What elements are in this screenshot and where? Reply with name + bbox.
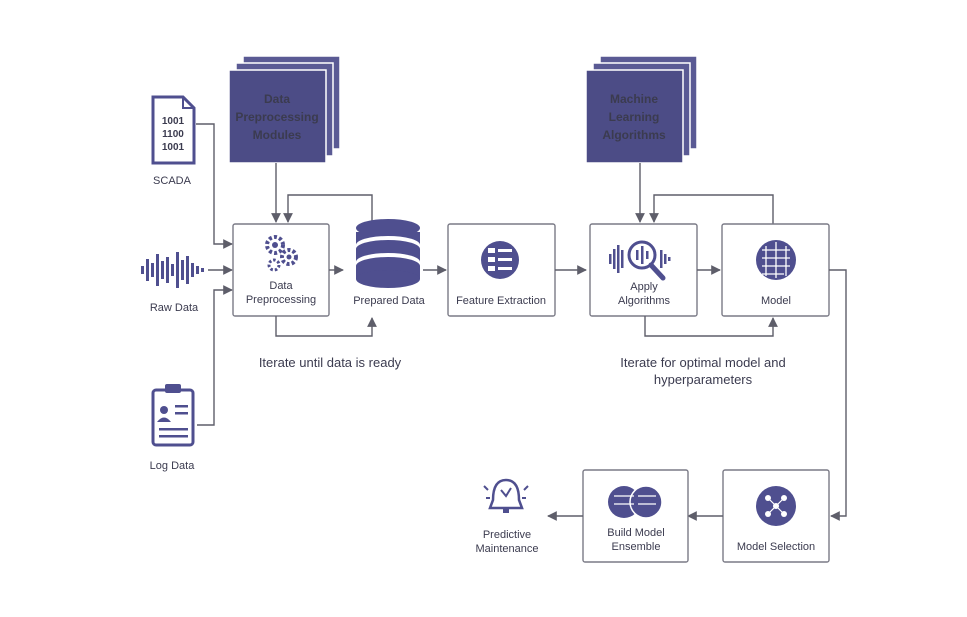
- scada-document-icon: 1001 1100 1001: [151, 95, 196, 165]
- preprocessing-modules-line-2: Preprocessing: [235, 110, 318, 124]
- apply-algorithms-line-1: Apply: [630, 281, 658, 293]
- feedback-loop-data-bottom: [275, 316, 377, 337]
- feedback-loop-model-top: [649, 194, 774, 224]
- connector-model-to-selection: [829, 269, 847, 521]
- log-data-label: Log Data: [150, 460, 196, 472]
- scada-label: SCADA: [153, 175, 192, 187]
- model-selection-label: Model Selection: [737, 541, 815, 553]
- build-ensemble-step: Build Model Ensemble: [582, 469, 689, 563]
- feedback-loop-data-top: [283, 194, 373, 224]
- ml-algorithms-stack: Machine Learning Algorithms: [585, 55, 698, 164]
- build-ensemble-line-1: Build Model: [607, 527, 664, 539]
- connector-scada: [196, 123, 233, 249]
- predictive-maintenance-line-1: Predictive: [483, 529, 531, 541]
- iterate-data-note: Iterate until data is ready: [259, 355, 402, 370]
- ml-algorithms-line-1: Machine: [610, 92, 658, 106]
- prepared-data-step: Prepared Data: [353, 219, 426, 307]
- clipboard-icon: [151, 384, 195, 447]
- predictive-maintenance-step: Predictive Maintenance: [476, 478, 539, 555]
- model-selection-icon: [756, 486, 796, 526]
- data-preprocessing-step: Data Preprocessing: [232, 223, 330, 317]
- predictive-maintenance-line-2: Maintenance: [476, 543, 539, 555]
- model-step: Model: [721, 223, 830, 317]
- scada-source: 1001 1100 1001 SCADA: [151, 95, 196, 187]
- database-icon: [356, 219, 420, 288]
- feature-extraction-icon: [481, 241, 519, 279]
- data-preprocessing-line-1: Data: [269, 280, 293, 292]
- search-waveform-icon: [609, 240, 671, 281]
- connector-log: [197, 285, 233, 426]
- apply-algorithms-step: Apply Algorithms: [589, 223, 698, 317]
- build-ensemble-line-2: Ensemble: [612, 541, 661, 553]
- model-label: Model: [761, 295, 791, 307]
- preprocessing-modules-line-3: Modules: [253, 128, 302, 142]
- scada-bits-line-3: 1001: [162, 142, 185, 153]
- feedback-loop-model-bottom: [644, 316, 778, 337]
- apply-algorithms-line-2: Algorithms: [618, 295, 670, 307]
- log-data-source: Log Data: [150, 384, 196, 472]
- scada-bits-line-2: 1100: [162, 129, 184, 140]
- waveform-icon: [141, 252, 204, 288]
- raw-data-source: Raw Data: [141, 252, 204, 314]
- preprocessing-modules-stack: Data Preprocessing Modules: [228, 55, 341, 164]
- gears-icon: [265, 235, 298, 272]
- prepared-data-label: Prepared Data: [353, 295, 425, 307]
- neural-network-icon: [756, 240, 796, 280]
- feature-extraction-step: Feature Extraction: [447, 223, 556, 317]
- preprocessing-modules-line-1: Data: [264, 92, 290, 106]
- scada-bits-line-1: 1001: [162, 116, 185, 127]
- ensemble-icon: [608, 485, 663, 519]
- data-preprocessing-line-2: Preprocessing: [246, 294, 316, 306]
- ml-algorithms-line-2: Learning: [609, 110, 660, 124]
- raw-data-label: Raw Data: [150, 302, 199, 314]
- model-selection-step: Model Selection: [722, 469, 830, 563]
- iterate-model-note-line-1: Iterate for optimal model and: [620, 355, 785, 370]
- feature-extraction-label: Feature Extraction: [456, 295, 546, 307]
- alarm-bell-icon: [483, 478, 529, 513]
- ml-algorithms-line-3: Algorithms: [602, 128, 666, 142]
- iterate-model-note-line-2: hyperparameters: [654, 372, 753, 387]
